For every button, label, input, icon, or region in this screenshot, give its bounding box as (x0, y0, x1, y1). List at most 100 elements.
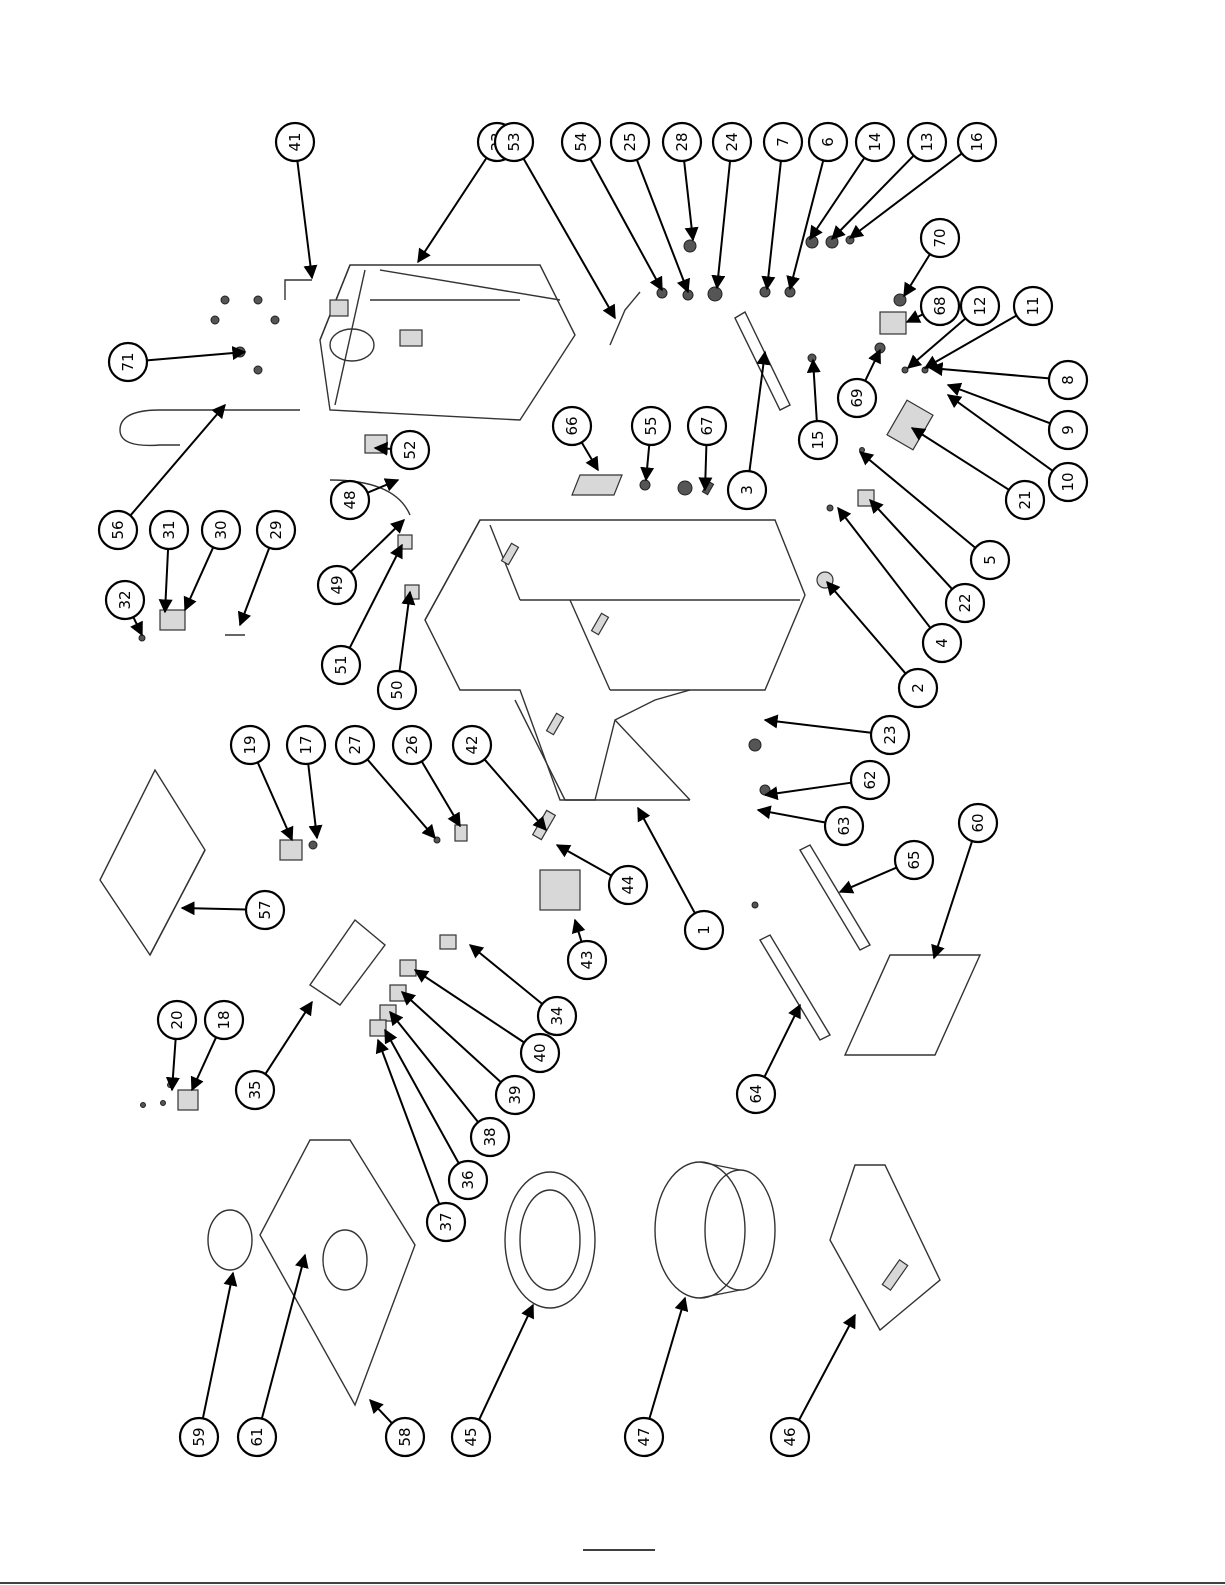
callout-balloon-64: 64 (737, 1075, 775, 1113)
leader-line-19 (258, 762, 292, 840)
leader-line-39 (402, 992, 501, 1082)
balloon-label: 27 (346, 735, 364, 754)
callout-balloons: 4133535425282476141316706812118910692152… (99, 123, 1087, 1456)
callout-balloon-45: 45 (452, 1418, 490, 1456)
callout-balloon-2: 2 (899, 669, 937, 707)
callout-balloon-20: 20 (158, 1001, 196, 1039)
part-drum-45 (505, 1172, 595, 1308)
balloon-label: 15 (809, 430, 827, 449)
balloon-label: 7 (774, 137, 792, 147)
balloon-label: 55 (642, 416, 660, 435)
callout-balloon-49: 49 (318, 566, 356, 604)
leader-line-18 (192, 1037, 216, 1090)
leader-line-3 (749, 352, 765, 471)
balloon-label: 13 (918, 132, 936, 151)
callout-balloon-57: 57 (246, 891, 284, 929)
leader-line-36 (385, 1030, 459, 1163)
leader-line-34 (470, 945, 542, 1004)
balloon-label: 37 (437, 1212, 455, 1231)
leader-line-63 (758, 810, 825, 823)
balloon-label: 39 (506, 1085, 524, 1104)
leader-line-27 (367, 759, 435, 838)
callout-balloon-67: 67 (688, 407, 726, 445)
leader-line-1 (638, 808, 695, 913)
leader-line-5 (860, 452, 975, 548)
part-panel-57 (100, 770, 205, 955)
callout-balloon-43: 43 (568, 941, 606, 979)
leader-line-29 (240, 548, 269, 625)
callout-balloon-23: 23 (871, 716, 909, 754)
callout-balloon-48: 48 (331, 481, 369, 519)
leader-line-59 (203, 1273, 233, 1418)
leader-line-69 (865, 350, 880, 381)
callout-balloon-54: 54 (562, 123, 600, 161)
balloon-label: 59 (190, 1427, 208, 1446)
leader-line-33 (418, 158, 487, 262)
balloon-label: 8 (1059, 375, 1077, 385)
callout-balloon-25: 25 (611, 123, 649, 161)
balloon-label: 36 (459, 1170, 477, 1189)
leader-line-53 (523, 158, 615, 318)
balloon-label: 53 (505, 132, 523, 151)
balloon-label: 69 (848, 388, 866, 407)
balloon-label: 66 (563, 416, 581, 435)
balloon-label: 45 (462, 1427, 480, 1446)
balloon-label: 26 (403, 735, 421, 754)
part-pipe-53 (610, 292, 640, 345)
callout-balloon-61: 61 (238, 1418, 276, 1456)
balloon-label: 35 (246, 1080, 264, 1099)
callout-balloon-12: 12 (961, 287, 999, 325)
callout-balloon-65: 65 (895, 841, 933, 879)
balloon-label: 11 (1024, 296, 1042, 315)
balloon-label: 71 (119, 352, 137, 371)
balloon-label: 24 (723, 132, 741, 151)
leader-line-60 (934, 841, 972, 958)
callout-balloon-10: 10 (1049, 463, 1087, 501)
balloon-label: 50 (388, 680, 406, 699)
leader-line-22 (870, 500, 952, 589)
balloon-label: 25 (621, 132, 639, 151)
leader-line-71 (147, 352, 245, 360)
callout-balloon-26: 26 (393, 726, 431, 764)
callout-balloon-63: 63 (825, 807, 863, 845)
leader-line-41 (297, 161, 312, 278)
balloon-label: 34 (548, 1006, 566, 1025)
callout-balloon-3: 3 (728, 471, 766, 509)
part-tube-56 (120, 410, 300, 445)
leader-line-23 (765, 720, 871, 733)
leader-line-47 (649, 1298, 685, 1419)
balloon-label: 31 (160, 520, 178, 539)
leader-line-70 (904, 254, 930, 296)
balloon-label: 14 (866, 132, 884, 151)
callout-balloon-68: 68 (921, 287, 959, 325)
balloon-label: 16 (968, 132, 986, 151)
callout-balloon-6: 6 (809, 123, 847, 161)
leader-line-31 (165, 549, 168, 612)
callout-balloon-27: 27 (336, 726, 374, 764)
balloon-label: 57 (256, 900, 274, 919)
balloon-label: 10 (1059, 472, 1077, 491)
balloon-label: 20 (168, 1010, 186, 1029)
leader-line-68 (907, 314, 923, 322)
callout-balloon-46: 46 (771, 1418, 809, 1456)
callout-balloon-14: 14 (856, 123, 894, 161)
callout-balloon-38: 38 (471, 1118, 509, 1156)
callout-balloon-58: 58 (386, 1418, 424, 1456)
balloon-label: 43 (578, 950, 596, 969)
callout-balloon-71: 71 (109, 343, 147, 381)
leader-line-8 (930, 368, 1049, 378)
part-basket-47 (655, 1162, 775, 1298)
callout-balloon-47: 47 (625, 1418, 663, 1456)
leader-line-20 (172, 1039, 176, 1090)
leader-line-48 (368, 480, 398, 493)
leader-line-2 (827, 582, 906, 674)
balloon-label: 40 (531, 1043, 549, 1062)
callout-balloon-60: 60 (959, 804, 997, 842)
leader-line-52 (375, 448, 391, 449)
callout-balloon-7: 7 (764, 123, 802, 161)
leader-line-55 (646, 445, 649, 480)
leader-line-35 (265, 1002, 312, 1074)
balloon-label: 9 (1059, 425, 1077, 435)
balloon-label: 54 (572, 132, 590, 151)
callout-balloon-52: 52 (391, 431, 429, 469)
